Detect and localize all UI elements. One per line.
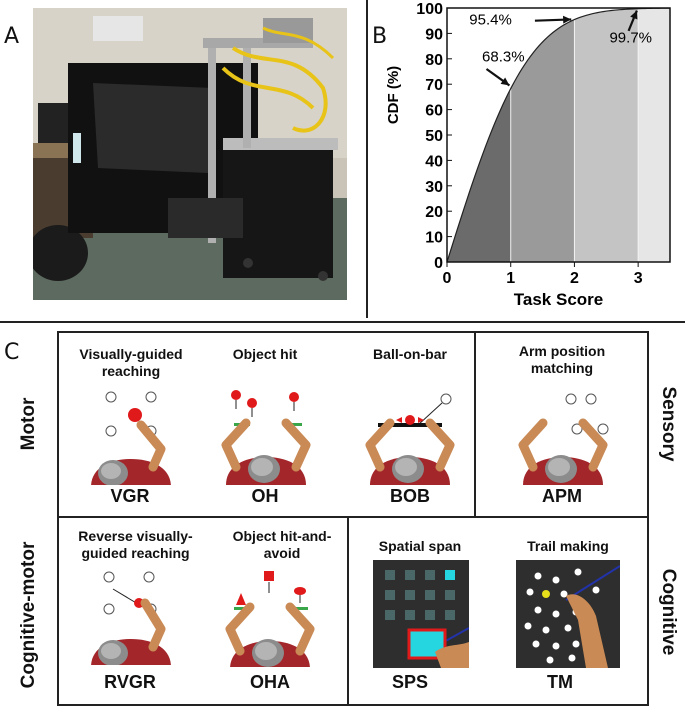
task-title-oha: Object hit-and-avoid bbox=[232, 528, 332, 561]
y-tick-label: 20 bbox=[425, 204, 443, 221]
y-tick-label: 90 bbox=[425, 26, 443, 43]
y-tick-label: 0 bbox=[434, 255, 443, 272]
panel-a-label: A bbox=[4, 24, 20, 49]
task-grid-frame bbox=[57, 331, 649, 706]
y-tick-label: 60 bbox=[425, 103, 443, 120]
annotation-label: 99.7% bbox=[609, 29, 652, 46]
annotation-label: 95.4% bbox=[469, 12, 512, 29]
grid-col-divider-top bbox=[474, 331, 476, 518]
task-code-sps: SPS bbox=[391, 672, 429, 692]
annotation-label: 68.3% bbox=[482, 48, 525, 65]
group-label-sensory: Sensory bbox=[658, 386, 679, 462]
rvgr-illustration bbox=[91, 571, 171, 665]
task-code-apm: APM bbox=[542, 486, 582, 506]
cdf-band-1 bbox=[510, 19, 575, 262]
task-title-bob: Ball-on-bar bbox=[373, 346, 447, 362]
task-code-oh: OH bbox=[251, 486, 279, 506]
x-tick-label: 1 bbox=[506, 270, 515, 287]
group-label-cognitive: Cognitive bbox=[658, 568, 679, 656]
x-tick-label: 0 bbox=[443, 270, 452, 287]
annotation-arrowhead bbox=[500, 77, 510, 86]
y-tick-label: 50 bbox=[425, 128, 443, 145]
grid-col-divider-bottom bbox=[347, 516, 349, 706]
x-axis-label: Task Score bbox=[514, 290, 603, 309]
apm-illustration bbox=[515, 393, 609, 485]
cdf-band-0 bbox=[447, 88, 511, 263]
robot-photo bbox=[33, 8, 347, 300]
cdf-band-3 bbox=[638, 8, 670, 263]
group-label-cognitive-motor: Cognitive-motor bbox=[18, 541, 39, 689]
task-title-tm: Trail making bbox=[527, 538, 609, 554]
oha-illustration bbox=[222, 571, 318, 667]
y-tick-label: 30 bbox=[425, 179, 443, 196]
panel-b-label: B bbox=[372, 24, 388, 49]
x-tick-label: 3 bbox=[634, 270, 643, 287]
cdf-curve bbox=[446, 7, 671, 263]
task-title-vgr: Visually-guided reaching bbox=[79, 346, 183, 379]
task-title-sps: Spatial span bbox=[378, 538, 462, 554]
y-tick-label: 100 bbox=[416, 1, 443, 18]
x-tick-label: 2 bbox=[570, 270, 579, 287]
y-tick-label: 70 bbox=[425, 77, 443, 94]
cdf-band-2 bbox=[574, 8, 639, 262]
y-tick-label: 80 bbox=[425, 52, 443, 69]
task-title-oh: Object hit bbox=[232, 346, 298, 362]
panel-c-label: C bbox=[4, 340, 20, 365]
tm-illustration bbox=[516, 560, 620, 668]
oh-illustration bbox=[218, 390, 314, 485]
annotation-arrowhead bbox=[630, 10, 638, 20]
grid-row-divider bbox=[57, 516, 649, 518]
sps-illustration bbox=[373, 560, 469, 668]
task-code-bob: BOB bbox=[390, 486, 430, 506]
annotation-arrowhead bbox=[563, 15, 572, 24]
task-code-tm: TM bbox=[547, 672, 573, 692]
divider-horizontal bbox=[0, 321, 685, 323]
task-code-vgr: VGR bbox=[110, 486, 150, 506]
task-code-rvgr: RVGR bbox=[104, 672, 156, 692]
task-title-rvgr: Reverse visually-guided reaching bbox=[78, 528, 193, 561]
bob-illustration bbox=[362, 393, 458, 485]
divider-vertical bbox=[366, 0, 368, 318]
task-code-oha: OHA bbox=[250, 672, 290, 692]
y-tick-label: 10 bbox=[425, 230, 443, 247]
y-axis-label: CDF (%) bbox=[385, 66, 402, 124]
vgr-illustration bbox=[91, 391, 171, 485]
task-title-apm: Arm position matching bbox=[518, 343, 606, 376]
y-tick-label: 40 bbox=[425, 153, 443, 170]
group-label-motor: Motor bbox=[18, 397, 39, 451]
